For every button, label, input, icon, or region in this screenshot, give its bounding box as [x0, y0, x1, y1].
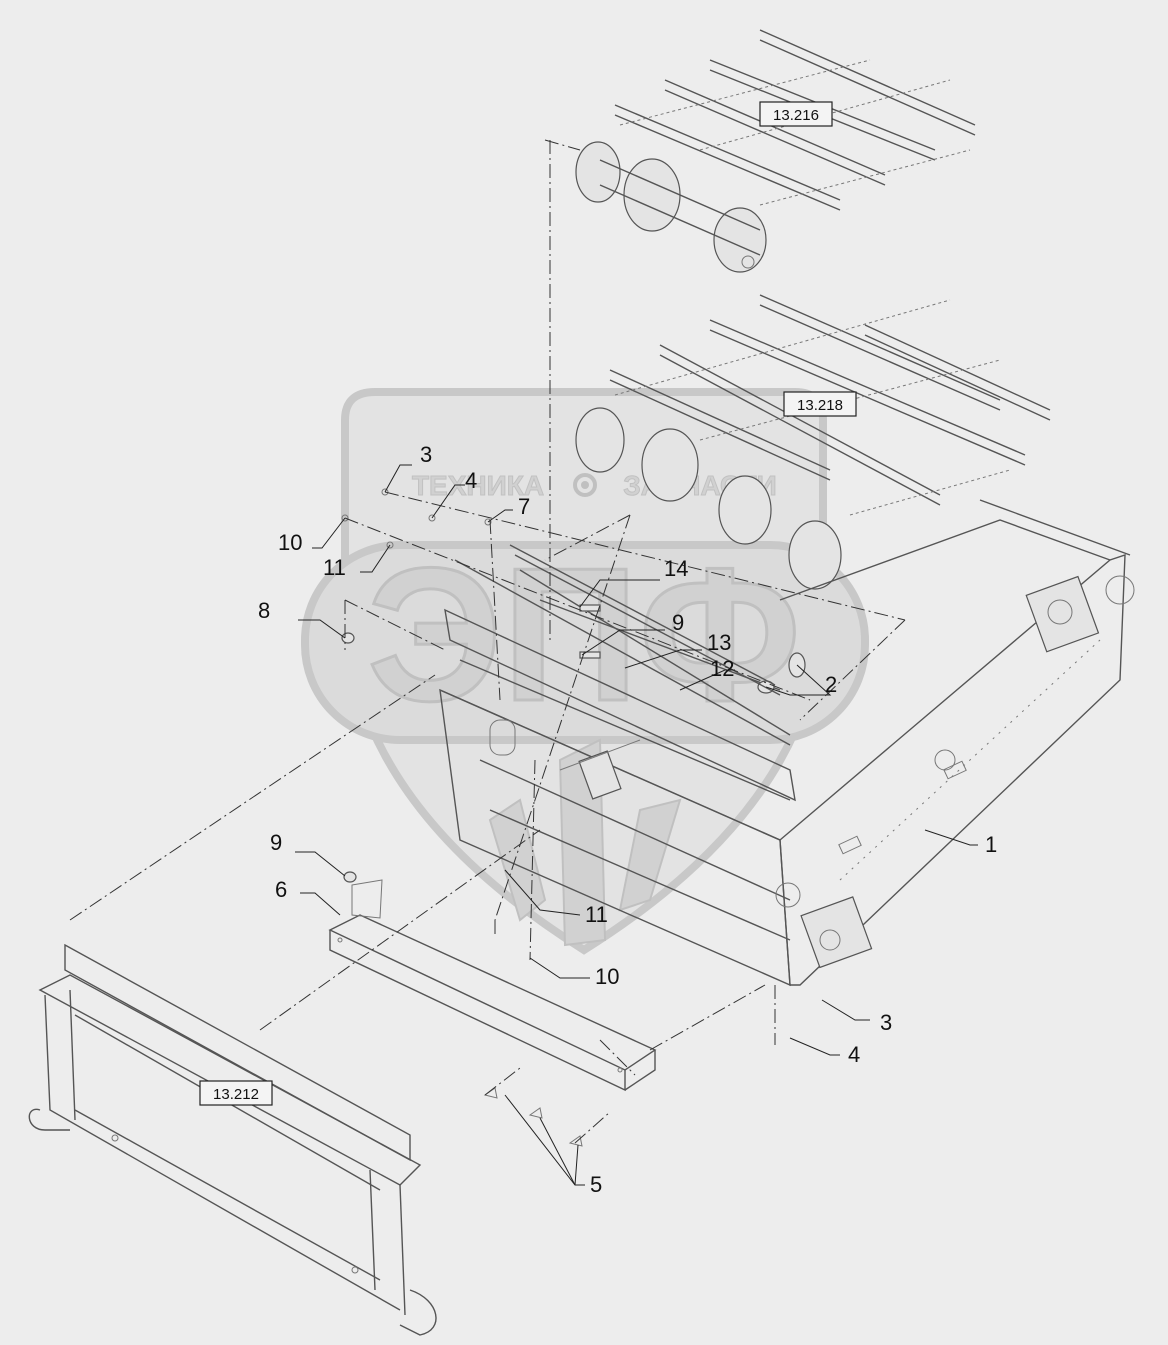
lower-conveyor-assembly [575, 294, 1051, 590]
watermark-logo: ЭПФ ТЕХНИКА ЗАПЧАСТИ [301, 388, 869, 955]
ref-upper-conveyor: 13.216 [773, 107, 819, 124]
ref-box-upper [759, 101, 833, 127]
callout-12: 12 [710, 656, 734, 681]
bolt-head [343, 871, 357, 883]
callout-2: 2 [825, 672, 837, 697]
cover-panel [328, 914, 657, 1092]
callout-10: 10 [278, 530, 302, 555]
callout-9-lower: 9 [270, 830, 282, 855]
callout-4: 4 [465, 468, 477, 493]
callout-14: 14 [664, 556, 688, 581]
ref-lower-conveyor: 13.218 [797, 397, 843, 414]
callout-4-lower: 4 [848, 1042, 860, 1067]
callout-10-lower: 10 [595, 964, 619, 989]
ref-box-front [199, 1080, 273, 1106]
callout-6: 6 [275, 877, 287, 902]
inner-panel [444, 559, 796, 802]
wheat-emblem [488, 738, 682, 947]
watermark-letters: ЭПФ [367, 529, 801, 741]
callout-3-lower: 3 [880, 1010, 892, 1035]
callout-11: 11 [323, 555, 346, 580]
callout-13: 13 [707, 630, 731, 655]
callout-numbers: 3 4 7 10 11 14 8 9 13 12 2 1 9 6 11 10 3… [258, 442, 997, 1197]
gear-icon [573, 473, 597, 497]
callout-3: 3 [420, 442, 432, 467]
alignment-lines [69, 139, 906, 1144]
callout-5: 5 [590, 1172, 602, 1197]
callout-7: 7 [518, 494, 530, 519]
ref-box-lower [783, 391, 857, 417]
callout-1: 1 [985, 832, 997, 857]
callout-8: 8 [258, 598, 270, 623]
front-frame-assembly [28, 943, 437, 1336]
upper-conveyor-assembly [575, 29, 976, 273]
ref-front-frame: 13.212 [213, 1086, 259, 1103]
callout-11-lower: 11 [585, 902, 608, 927]
leader-lines [295, 464, 978, 1186]
callout-9-upper: 9 [672, 610, 684, 635]
screws [483, 1087, 583, 1147]
watermark-left-text: ТЕХНИКА [412, 470, 544, 501]
main-housing [439, 499, 1135, 987]
